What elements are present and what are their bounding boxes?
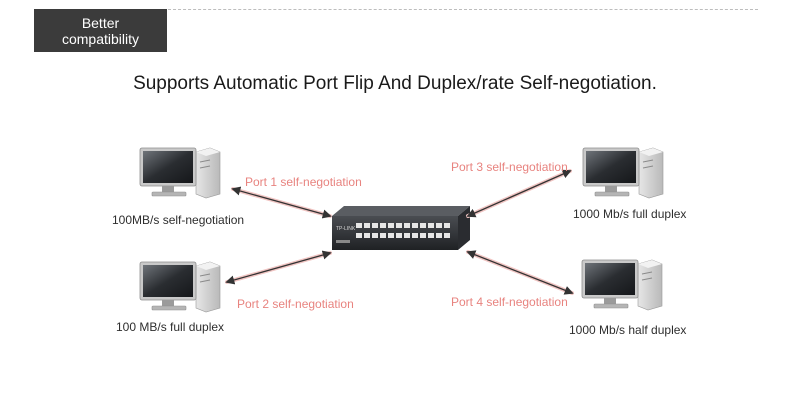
arrow-port-2 <box>225 250 332 285</box>
switch-logo: TP-LINK <box>336 226 356 232</box>
arrow-port-4 <box>466 250 574 295</box>
computer-icon-1 <box>139 147 221 199</box>
arrow-port-3 <box>466 169 572 218</box>
port-2-label: Port 2 self-negotiation <box>237 297 354 311</box>
port-4-label: Port 4 self-negotiation <box>451 295 568 309</box>
header-divider <box>168 9 758 10</box>
headline: Supports Automatic Port Flip And Duplex/… <box>133 73 657 94</box>
feature-badge: Better compatibility <box>34 9 167 52</box>
computer-2-caption: 100 MB/s full duplex <box>116 320 225 334</box>
computer-icon-3 <box>582 147 664 199</box>
port-1-label: Port 1 self-negotiation <box>245 175 362 189</box>
arrow-port-1 <box>231 186 332 219</box>
computer-4-caption: 1000 Mb/s half duplex <box>569 323 687 337</box>
computer-icon-4 <box>581 259 663 311</box>
computer-3-caption: 1000 Mb/s full duplex <box>573 207 687 221</box>
computer-icon-2 <box>139 261 221 313</box>
badge-line-1: Better <box>81 15 120 31</box>
computer-1-caption: 100MB/s self-negotiation <box>112 213 245 227</box>
badge-line-2: compatibility <box>61 31 140 47</box>
switch-icon: TP-LINK <box>332 206 470 250</box>
port-3-label: Port 3 self-negotiation <box>451 160 568 174</box>
